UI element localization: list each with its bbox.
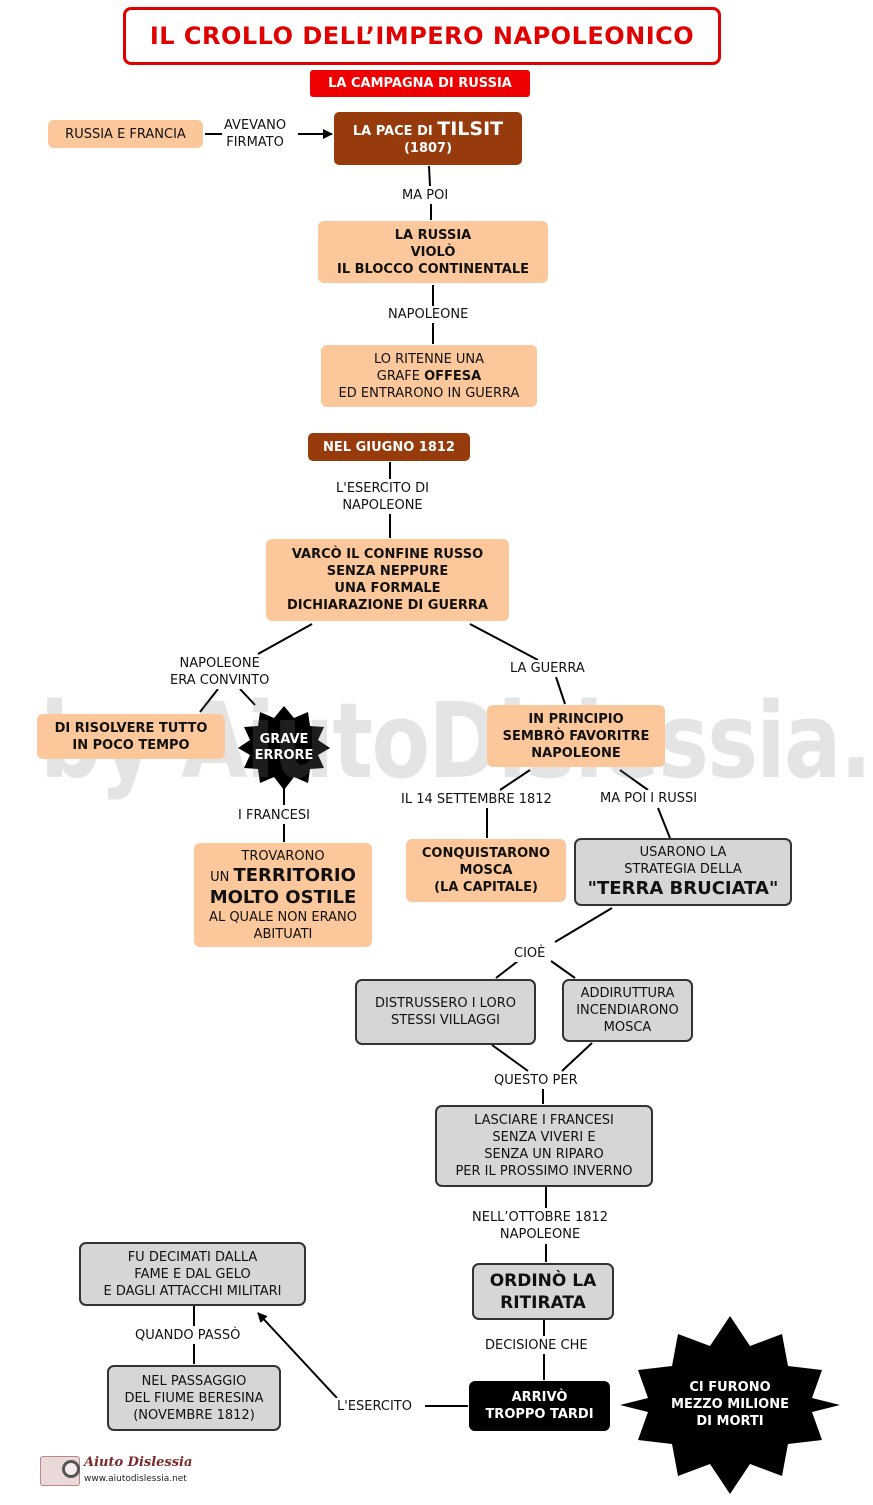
- node-risolvere-tutto: DI RISOLVERE TUTTO IN POCO TEMPO: [37, 714, 225, 759]
- page-title: IL CROLLO DELL’IMPERO NAPOLEONICO: [123, 7, 721, 65]
- node-grave-errore: GRAVE ERRORE: [254, 732, 314, 763]
- node-terra-bruciata: USARONO LA STRATEGIA DELLA "TERRA BRUCIA…: [574, 838, 792, 906]
- aiutodislessia-logo: Aiuto Dislessia www.aiutodislessia.net: [40, 1452, 200, 1492]
- node-pace-tilsit: LA PACE DI TILSIT (1807): [334, 112, 522, 165]
- node-territorio-ostile: TROVARONO UN TERRITORIO MOLTO OSTILE AL …: [194, 843, 372, 947]
- node-varco-confine: VARCÒ IL CONFINE RUSSO SENZA NEPPURE UNA…: [266, 539, 509, 621]
- link-l-esercito: L'ESERCITO: [335, 1398, 414, 1415]
- line-principio-russi: [619, 769, 649, 791]
- link-ottobre-1812: NELL’OTTOBRE 1812 NAPOLEONE: [470, 1209, 611, 1243]
- link-ma-poi-russi: MA POI I RUSSI: [598, 790, 700, 807]
- node-decimati: FU DECIMATI DALLA FAME E DAL GELO E DAGL…: [79, 1242, 306, 1306]
- link-ma-poi: MA POI: [400, 187, 451, 204]
- line-varco-guerra: [469, 623, 539, 661]
- node-russia-violo: LA RUSSIA VIOLÒ IL BLOCCO CONTINENTALE: [318, 221, 548, 283]
- line-cioe-distrussero: [495, 960, 519, 979]
- node-ordino-ritirata: ORDINÒ LA RITIRATA: [472, 1263, 614, 1320]
- link-cioe: CIOÈ: [512, 945, 548, 962]
- node-lasciare-francesi: LASCIARE I FRANCESI SENZA VIVERI E SENZA…: [435, 1105, 653, 1187]
- line-incendiarono-questo: [561, 1042, 593, 1072]
- node-beresina: NEL PASSAGGIO DEL FIUME BERESINA (NOVEMB…: [107, 1365, 281, 1431]
- line-terra-cioe: [554, 907, 613, 943]
- link-i-francesi: I FRANCESI: [236, 807, 312, 824]
- line-guerra-principio: [555, 676, 566, 705]
- node-conquistarono-mosca: CONQUISTARONO MOSCA (LA CAPITALE): [406, 839, 566, 902]
- line-convinto-grave: [239, 688, 256, 706]
- logo-url: www.aiutodislessia.net: [84, 1474, 187, 1484]
- subtitle-badge: LA CAMPAGNA DI RUSSIA: [310, 70, 530, 97]
- node-incendiarono-mosca: ADDIRUTTURA INCENDIARONO MOSCA: [562, 979, 693, 1042]
- line-varco-convinto: [257, 623, 313, 655]
- arrow-esercito-decimati: [257, 1312, 338, 1399]
- line-cioe-incendiarono: [550, 960, 576, 979]
- morti-burst-shape: [620, 1316, 840, 1494]
- link-napoleone-era-convinto: NAPOLEONE ERA CONVINTO: [168, 655, 272, 689]
- grave-errore-burst-shape: [238, 706, 330, 790]
- node-giugno-1812: NEL GIUGNO 1812: [308, 433, 470, 461]
- node-russia-francia: RUSSIA E FRANCIA: [48, 120, 203, 148]
- logo-magnifier-icon: [62, 1460, 80, 1478]
- node-mezzo-milione-morti: CI FURONO MEZZO MILIONE DI MORTI: [671, 1379, 789, 1429]
- link-avevano-firmato: AVEVANO FIRMATO: [222, 117, 289, 151]
- link-la-guerra: LA GUERRA: [508, 660, 587, 677]
- node-in-principio: IN PRINCIPIO SEMBRÒ FAVORITRE NAPOLEONE: [487, 705, 665, 767]
- line-distrussero-questo: [491, 1044, 529, 1072]
- line-principio-settembre: [499, 769, 531, 791]
- line-russi-terra: [657, 807, 671, 839]
- link-napoleone: NAPOLEONE: [386, 306, 471, 323]
- node-distrussero-villaggi: DISTRUSSERO I LORO STESSI VILLAGGI: [355, 979, 536, 1045]
- node-arrivo-tardi: ARRIVÒ TROPPO TARDI: [469, 1381, 610, 1431]
- link-decisione-che: DECISIONE CHE: [483, 1337, 590, 1354]
- line-convinto-risolvere: [199, 688, 219, 713]
- link-esercito-di-napoleone: L'ESERCITO DI NAPOLEONE: [334, 480, 431, 514]
- logo-brand: Aiuto Dislessia: [84, 1455, 193, 1470]
- link-14-settembre: IL 14 SETTEMBRE 1812: [399, 791, 554, 808]
- line-tilsit-mapoi: [428, 165, 431, 187]
- link-questo-per: QUESTO PER: [492, 1072, 580, 1089]
- node-offesa: LO RITENNE UNA GRAFE OFFESA ED ENTRARONO…: [321, 345, 537, 407]
- link-quando-passo: QUANDO PASSÒ: [133, 1327, 243, 1344]
